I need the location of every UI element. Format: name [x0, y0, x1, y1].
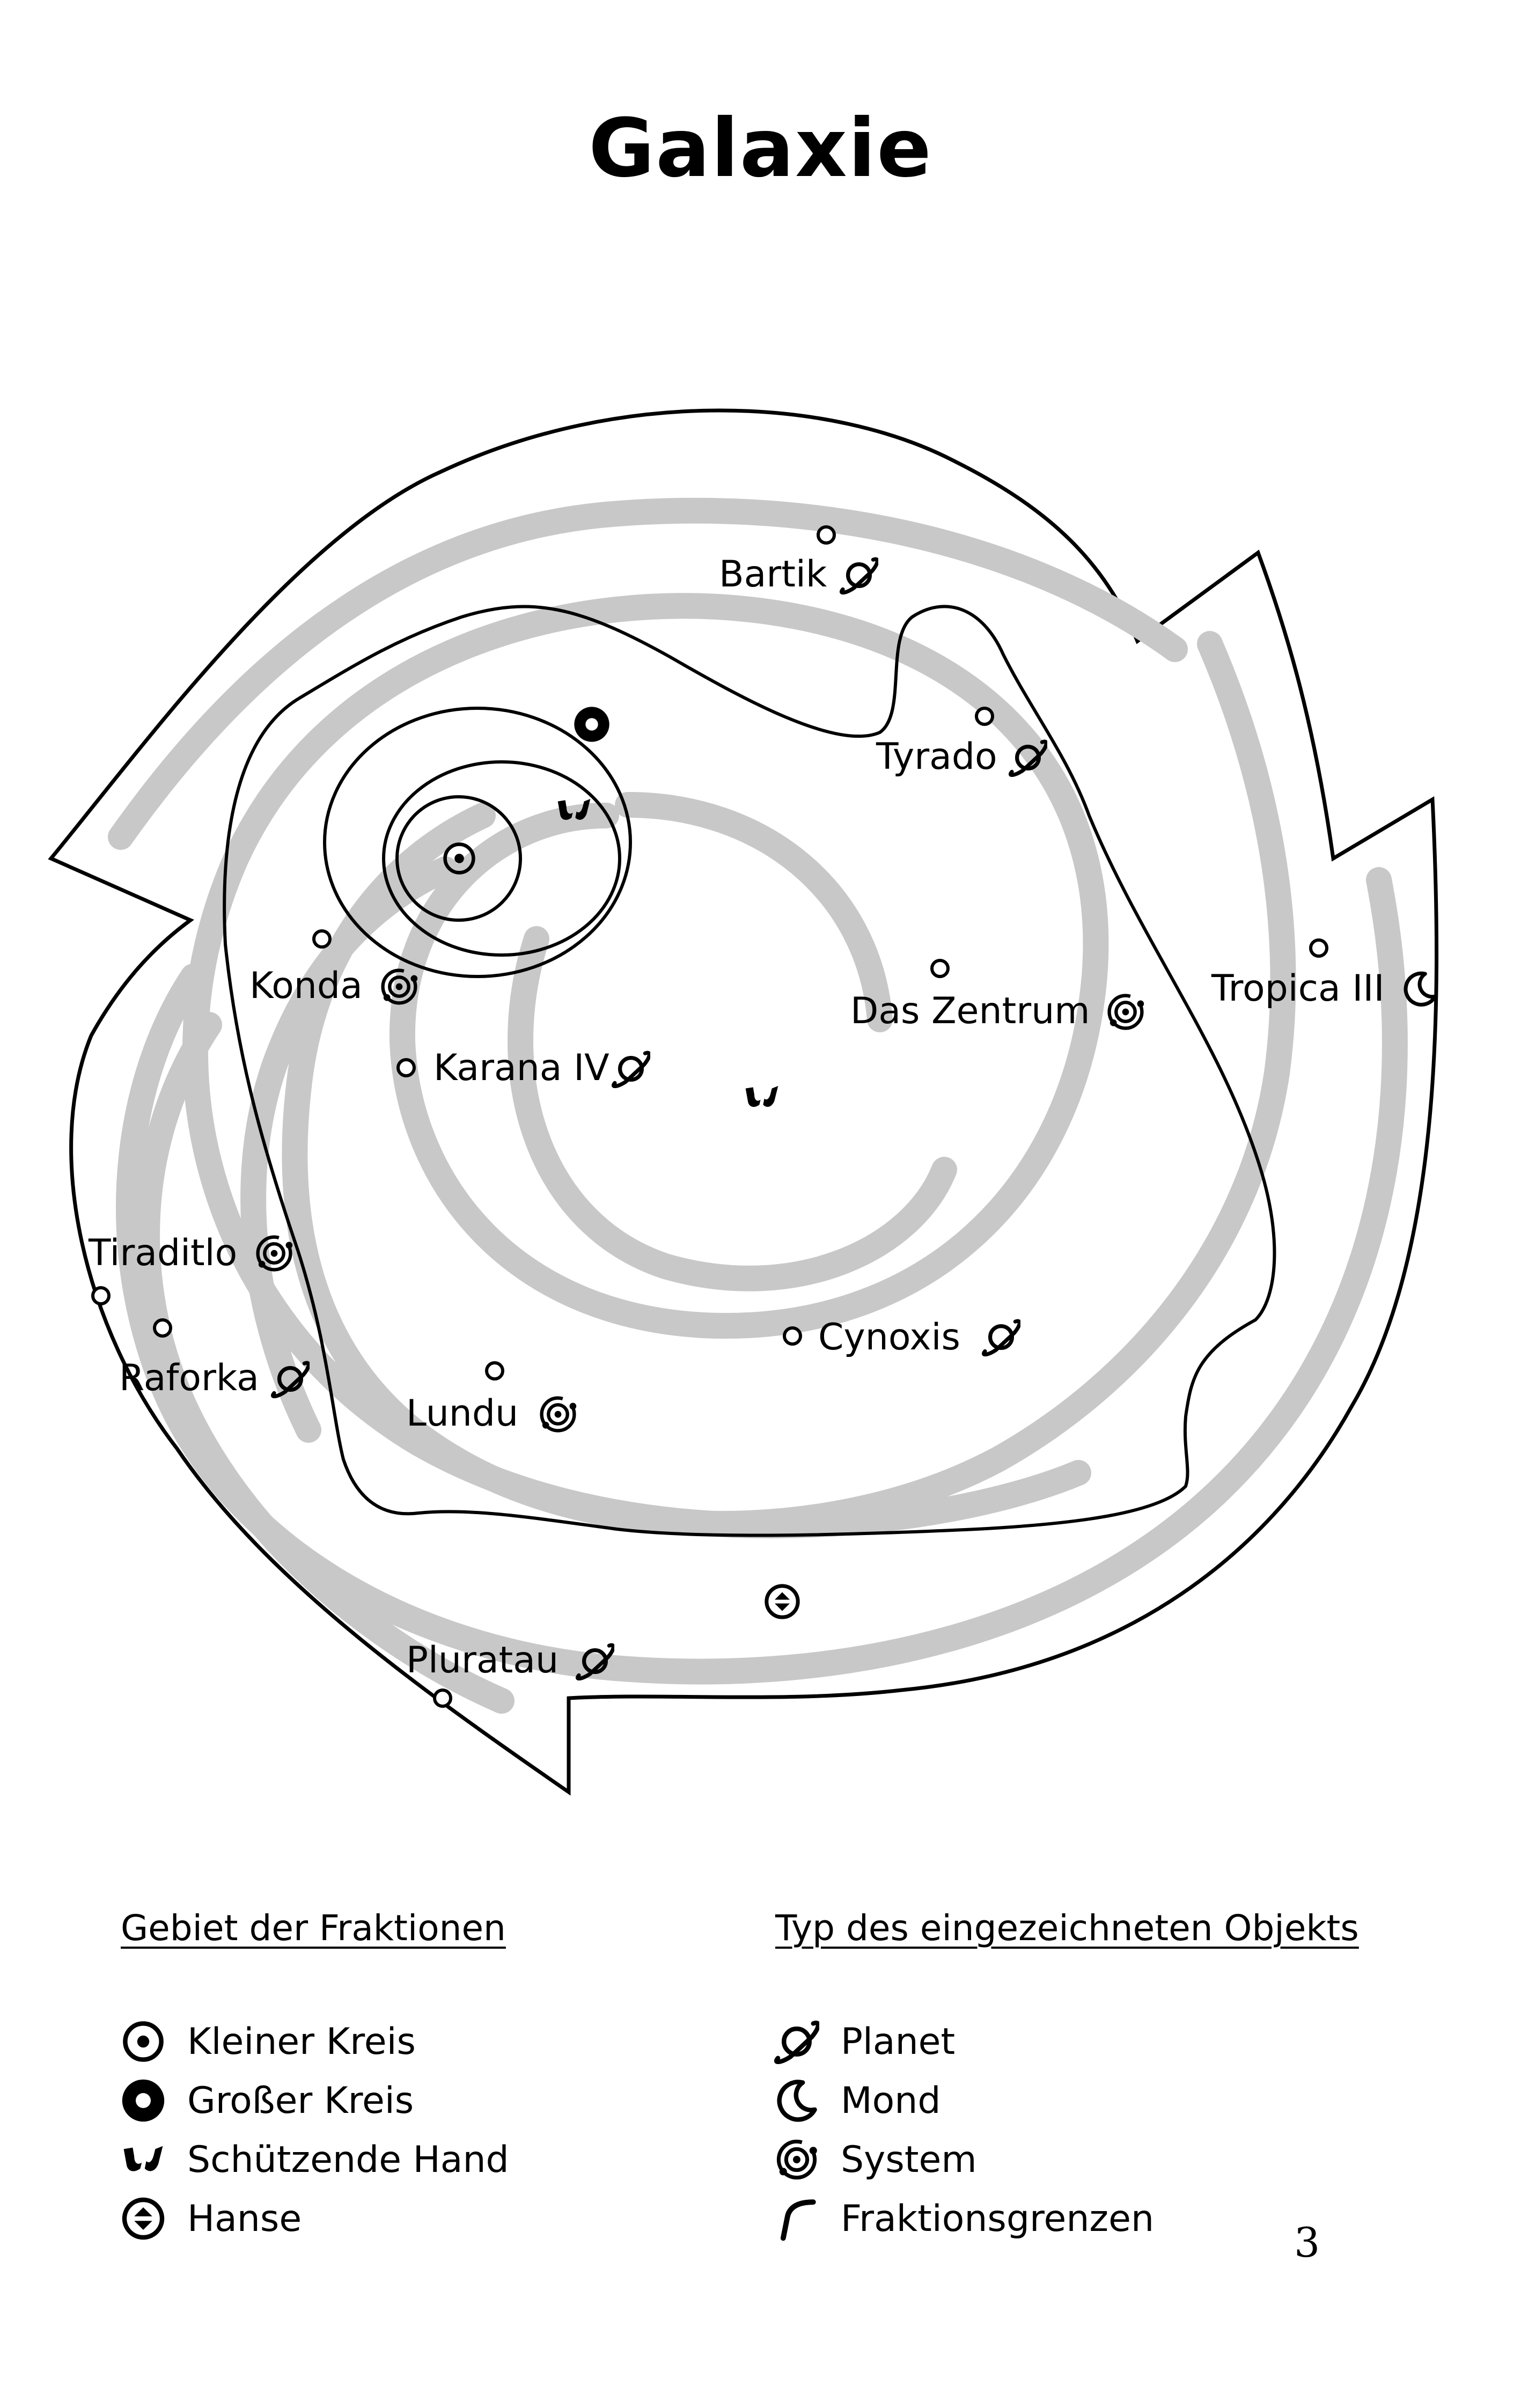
- big-circle-marker: [574, 707, 609, 742]
- legend-item-hanse: Hanse: [121, 2194, 302, 2243]
- planet-icon: [614, 1053, 650, 1086]
- place-tiraditlo[interactable]: Tiraditlo: [88, 1232, 293, 1305]
- place-label: Tyrado: [876, 736, 997, 778]
- legend-label: Planet: [841, 2020, 956, 2063]
- big-circle-icon: [122, 2079, 165, 2122]
- galaxy-map: Bartik Tyrado Konda Karana IV Das Zentru…: [48, 408, 1439, 1796]
- legend-label: Hanse: [187, 2197, 302, 2240]
- legend-item-faction-borders: Fraktionsgrenzen: [774, 2194, 1154, 2243]
- place-lundu[interactable]: Lundu: [406, 1361, 577, 1435]
- protecting-hand-icon: [123, 2146, 163, 2171]
- page-title: Galaxie: [589, 102, 932, 195]
- small-circle-icon: [121, 2019, 166, 2064]
- place-tyrado[interactable]: Tyrado: [876, 707, 1046, 778]
- legend-factions-heading: Gebiet der Fraktionen: [121, 1907, 506, 1949]
- moon-icon: [774, 2078, 819, 2123]
- legend-label: Fraktionsgrenzen: [841, 2197, 1155, 2240]
- legend-item-system: System: [774, 2135, 977, 2184]
- galaxy-outline: [48, 408, 1439, 1796]
- legend-item-small-circle: Kleiner Kreis: [121, 2017, 416, 2066]
- moon-icon: [1406, 973, 1435, 1004]
- place-label: Raforka: [119, 1357, 259, 1399]
- big-circle-territory: [323, 707, 632, 978]
- system-icon: [1109, 996, 1144, 1029]
- system-icon: [258, 1237, 293, 1270]
- legend-label: Kleiner Kreis: [187, 2020, 416, 2063]
- legend-object-types-heading: Typ des eingezeichneten Objekts: [775, 1907, 1359, 1949]
- small-circle-territory-inner: [395, 795, 522, 922]
- place-label: Lundu: [406, 1392, 518, 1435]
- hanse-icon: [121, 2196, 166, 2241]
- legend-item-big-circle: Großer Kreis: [121, 2076, 414, 2125]
- place-label: Das Zentrum: [850, 990, 1090, 1032]
- system-icon: [542, 1398, 577, 1431]
- place-karana-iv[interactable]: Karana IV: [396, 1047, 650, 1089]
- place-label: Karana IV: [433, 1047, 609, 1089]
- faction-borders: [223, 605, 1276, 1537]
- border-line-icon: [780, 2199, 816, 2241]
- legend-item-planet: Planet: [774, 2017, 955, 2066]
- legend-label: Schützende Hand: [187, 2138, 509, 2181]
- inner-faction-border: [223, 605, 1276, 1537]
- spiral-arms: [108, 497, 1408, 1714]
- legend-label: System: [841, 2138, 977, 2181]
- place-label: Konda: [249, 965, 363, 1007]
- hanse-marker: [767, 1586, 798, 1617]
- system-icon: [774, 2137, 819, 2182]
- place-das-zentrum[interactable]: Das Zentrum: [850, 959, 1144, 1032]
- planet-icon: [774, 2019, 819, 2064]
- place-tropica-iii[interactable]: Tropica III: [1211, 938, 1435, 1010]
- planet-icon: [842, 559, 878, 592]
- small-circle-territory-outer: [382, 760, 621, 957]
- planet-icon: [984, 1321, 1020, 1354]
- place-label: Bartik: [719, 553, 827, 596]
- place-konda[interactable]: Konda: [249, 929, 417, 1007]
- place-cynoxis[interactable]: Cynoxis: [783, 1316, 1020, 1359]
- place-pluratau[interactable]: Pluratau: [406, 1639, 613, 1708]
- protecting-hand-marker: [745, 1086, 778, 1107]
- legend-label: Mond: [841, 2079, 941, 2122]
- legend-label: Großer Kreis: [187, 2079, 414, 2122]
- place-label: Pluratau: [406, 1639, 559, 1682]
- page-number: 3: [1294, 2219, 1320, 2266]
- place-label: Tropica III: [1211, 967, 1385, 1010]
- place-label: Tiraditlo: [88, 1232, 237, 1274]
- legend-item-moon: Mond: [774, 2076, 941, 2125]
- place-raforka[interactable]: Raforka: [119, 1318, 308, 1399]
- place-bartik[interactable]: Bartik: [719, 525, 878, 596]
- place-label: Cynoxis: [818, 1316, 960, 1359]
- legend-item-protecting-hand: Schützende Hand: [121, 2135, 509, 2184]
